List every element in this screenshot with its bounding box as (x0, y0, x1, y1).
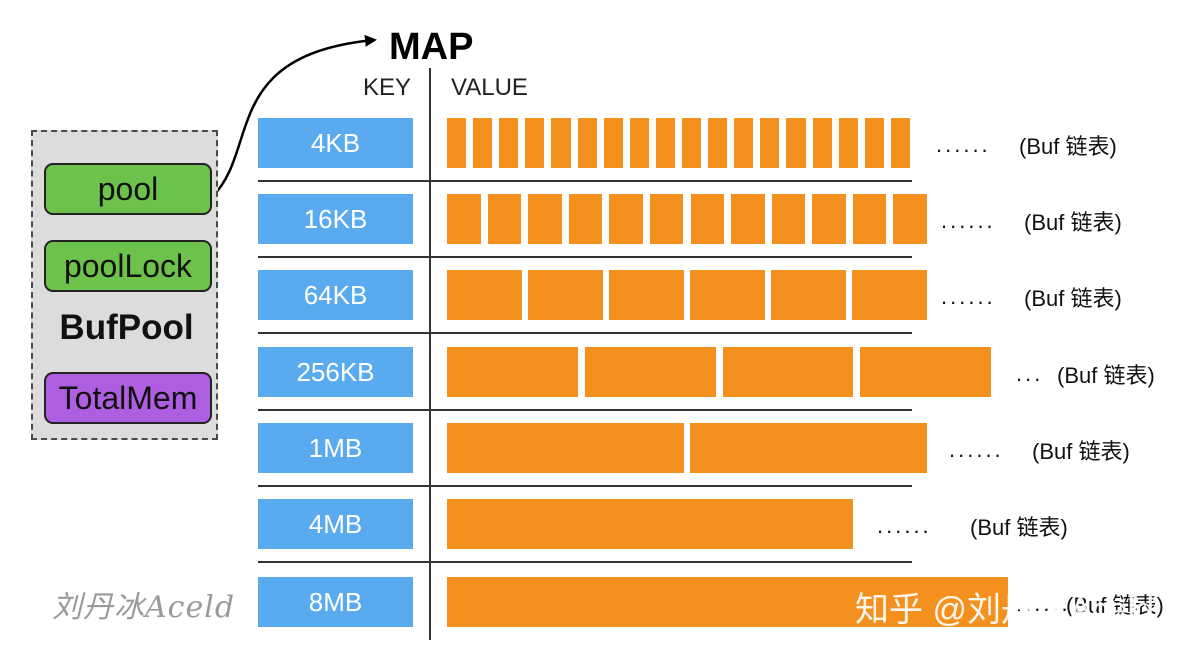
value-column-label: VALUE (451, 74, 528, 101)
buf-block (690, 270, 765, 320)
map-key-4mb: 4MB (258, 499, 413, 549)
buf-block (786, 118, 806, 168)
buf-block (655, 118, 675, 168)
buf-block (447, 499, 853, 549)
buf-block (609, 194, 643, 244)
buf-block (734, 118, 754, 168)
buf-block (487, 194, 522, 244)
buf-list-note: (Buf 链表) (970, 515, 1068, 540)
buf-block (609, 270, 684, 320)
buf-block (838, 118, 858, 168)
totalmem-field: TotalMem (44, 372, 212, 424)
buf-block (447, 270, 522, 320)
buf-block (447, 577, 1008, 627)
row-separator (258, 561, 912, 563)
map-key-256kb: 256KB (258, 347, 413, 397)
author-watermark: 刘丹冰Aceld (52, 590, 236, 625)
buf-list-note: (Buf 链表) (1024, 286, 1122, 311)
pool-field: pool (44, 163, 212, 215)
buf-block (447, 347, 578, 397)
zhihu-watermark: 知乎 @刘丹冰Aceld (855, 591, 1155, 629)
buf-block (447, 118, 467, 168)
bufpool-panel: pool poolLock BufPool TotalMem (31, 130, 218, 440)
buf-block (690, 194, 725, 244)
buf-block (682, 118, 702, 168)
continuation-dots: ...... (941, 284, 996, 309)
buf-block (890, 118, 910, 168)
buf-block (447, 194, 481, 244)
buf-list-note: (Buf 链表) (1024, 210, 1122, 235)
buf-list-note: (Buf 链表) (1032, 439, 1130, 464)
map-key-4kb: 4KB (258, 118, 413, 168)
map-title: MAP (389, 26, 474, 68)
poollock-field: poolLock (44, 240, 212, 292)
key-column-label: KEY (363, 74, 412, 101)
buf-block (812, 194, 846, 244)
buf-block (649, 194, 684, 244)
buf-block (528, 194, 562, 244)
continuation-dots: ...... (877, 513, 932, 538)
map-key-1mb: 1MB (258, 423, 413, 473)
buf-block (499, 118, 519, 168)
buf-block (760, 118, 780, 168)
row-separator (258, 409, 912, 411)
continuation-dots: ...... (936, 132, 991, 157)
buf-block (893, 194, 927, 244)
row-separator (258, 485, 912, 487)
buf-block (771, 270, 846, 320)
continuation-dots: ...... (941, 208, 996, 233)
buf-block (473, 118, 493, 168)
buf-block (528, 270, 603, 320)
map-key-16kb: 16KB (258, 194, 413, 244)
continuation-dots: ... (1016, 361, 1044, 386)
bufpool-title: BufPool (59, 308, 194, 347)
buf-block (852, 194, 887, 244)
buf-block (731, 194, 765, 244)
buf-block (629, 118, 649, 168)
row-separator (258, 180, 912, 182)
row-separator (258, 332, 912, 334)
buf-block (447, 423, 684, 473)
buf-block (551, 118, 571, 168)
continuation-dots: ...... (1016, 591, 1071, 616)
buf-block (525, 118, 545, 168)
buf-list-note: (Buf 链表) (1019, 134, 1117, 159)
buf-block (584, 347, 716, 397)
buf-block (852, 270, 927, 320)
row-separator (258, 256, 912, 258)
continuation-dots: ...... (949, 437, 1004, 462)
buf-list-note: (Buf 链表) (1066, 593, 1164, 618)
buf-block (577, 118, 597, 168)
buf-block (812, 118, 832, 168)
key-value-divider (429, 68, 431, 640)
buf-block (864, 118, 884, 168)
buf-block (690, 423, 927, 473)
buf-block (568, 194, 603, 244)
buf-block (603, 118, 623, 168)
buf-block (708, 118, 728, 168)
buf-list-note: (Buf 链表) (1057, 363, 1155, 388)
map-key-64kb: 64KB (258, 270, 413, 320)
buf-block (722, 347, 854, 397)
map-key-8mb: 8MB (258, 577, 413, 627)
buf-block (771, 194, 806, 244)
buf-block (860, 347, 991, 397)
